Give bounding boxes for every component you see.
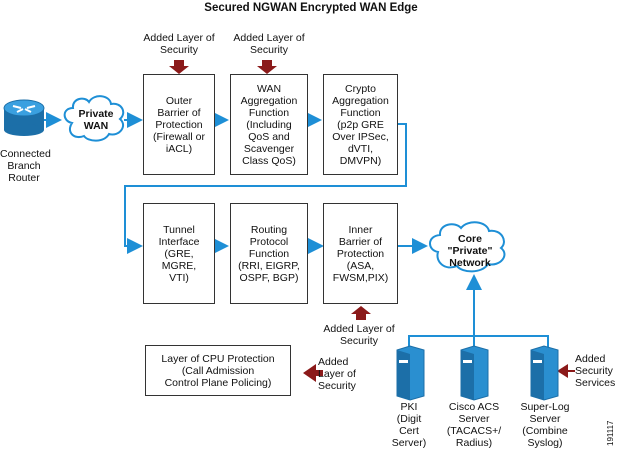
core-network-label: Core "Private" Network (447, 233, 493, 269)
security-arrow-outer (169, 60, 189, 74)
private-wan-cloud (63, 95, 125, 142)
routing-protocol-text: Routing Protocol Function (RRI, EIGRP, O… (238, 223, 300, 284)
inner-barrier-text: Inner Barrier of Protection (ASA, FWSM,P… (332, 223, 389, 284)
server-label-syslog: Super-Log Server (Combine Syslog) (520, 401, 570, 449)
added-security-label-outer: Added Layer of Security (143, 32, 215, 56)
crypto-aggregation-text: Crypto Aggregation Function (p2p GRE Ove… (332, 82, 389, 167)
outer-barrier-box: Outer Barrier of Protection (Firewall or… (143, 74, 215, 175)
router-icon (3, 99, 45, 136)
server-icon-syslog (530, 345, 559, 401)
router-label: Connected Branch Router (0, 148, 51, 184)
wan-aggregation-text: WAN Aggregation Function (Including QoS … (240, 82, 298, 167)
cpu-protection-box: Layer of CPU Protection (Call Admission … (145, 345, 291, 396)
inner-barrier-box: Inner Barrier of Protection (ASA, FWSM,P… (323, 203, 398, 304)
added-security-label-inner: Added Layer of Security (323, 323, 395, 347)
diagram-title: Secured NGWAN Encrypted WAN Edge (204, 2, 418, 14)
outer-barrier-text: Outer Barrier of Protection (Firewall or… (153, 94, 205, 155)
server-label-acs: Cisco ACS Server (TACACS+/ Radius) (446, 401, 502, 449)
server-icon-acs (460, 345, 489, 401)
cpu-protection-text: Layer of CPU Protection (Call Admission … (161, 352, 275, 389)
server-bus (408, 276, 549, 348)
security-arrow-inner (351, 306, 371, 320)
added-security-label-cpu: Added Layer of Security (318, 356, 356, 392)
security-arrow-cpu (303, 364, 323, 382)
added-security-services-label: Added Security Services (575, 353, 616, 389)
figure-id: 191117 (606, 420, 615, 446)
routing-protocol-box: Routing Protocol Function (RRI, EIGRP, O… (230, 203, 308, 304)
crypto-aggregation-box: Crypto Aggregation Function (p2p GRE Ove… (323, 74, 398, 175)
server-label-pki: PKI (Digit Cert Server) (391, 401, 427, 449)
added-security-label-wanagg: Added Layer of Security (233, 32, 305, 56)
wan-aggregation-box: WAN Aggregation Function (Including QoS … (230, 74, 308, 175)
tunnel-interface-box: Tunnel Interface (GRE, MGRE, VTI) (143, 203, 215, 304)
security-arrow-services (557, 364, 575, 378)
security-arrow-wanagg (257, 60, 277, 74)
private-wan-label: Private WAN (78, 108, 114, 132)
server-icon-pki (396, 345, 425, 401)
flow-crypto-to-tunnel (124, 123, 407, 254)
tunnel-interface-text: Tunnel Interface (GRE, MGRE, VTI) (158, 223, 200, 284)
